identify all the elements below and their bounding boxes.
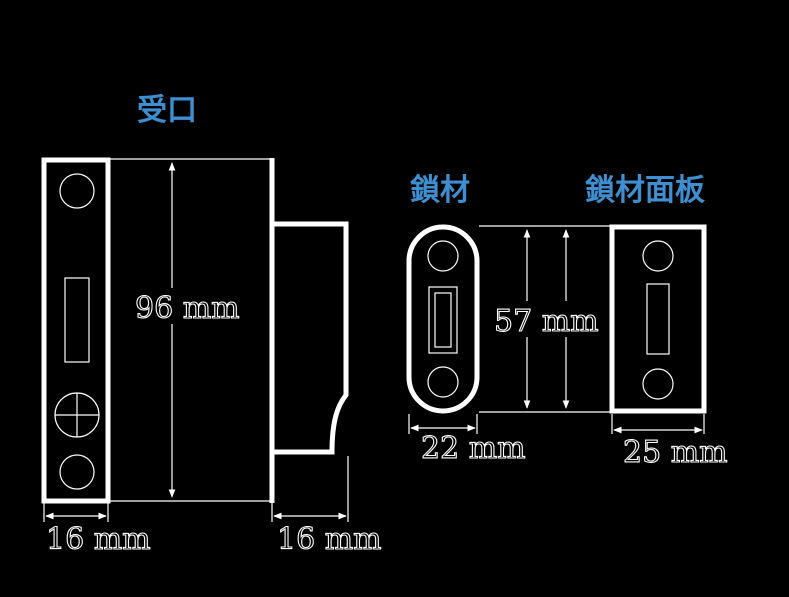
face-plate-outline: [609, 224, 707, 414]
dim-label-height-57: 57 mm: [494, 304, 599, 339]
dim-label-plate-width: 16 mm: [46, 522, 151, 557]
strike-title: 受口: [137, 93, 197, 128]
dim-label-box-depth: 16 mm: [277, 522, 382, 557]
face-screw-hole-top: [642, 240, 674, 272]
lock-body-title: 鎖材: [410, 173, 470, 208]
cross-bolt-icon: [54, 392, 100, 438]
lock-screw-hole-bottom: [427, 366, 459, 398]
face-slot: [646, 283, 670, 355]
strike-box: [272, 221, 349, 455]
dim-label-width-25: 25 mm: [623, 435, 728, 470]
face-screw-hole-bottom: [642, 368, 674, 400]
screw-hole-bottom: [59, 454, 95, 490]
lock-body: [406, 224, 480, 414]
strike-plate: [41, 157, 111, 504]
screw-hole-top: [59, 173, 95, 209]
lock-body-outline: [406, 224, 480, 414]
face-plate-title: 鎖材面板: [585, 173, 705, 208]
dim-label-width-22: 22 mm: [421, 431, 526, 466]
lock-screw-hole-top: [427, 240, 459, 272]
strike-plate-outline: [41, 157, 111, 504]
lock-slot-outer: [428, 286, 458, 354]
strike-slot: [64, 277, 90, 363]
dim-label-height-96: 96 mm: [135, 291, 240, 326]
face-plate: [609, 224, 707, 414]
lock-slot-inner: [434, 292, 452, 348]
